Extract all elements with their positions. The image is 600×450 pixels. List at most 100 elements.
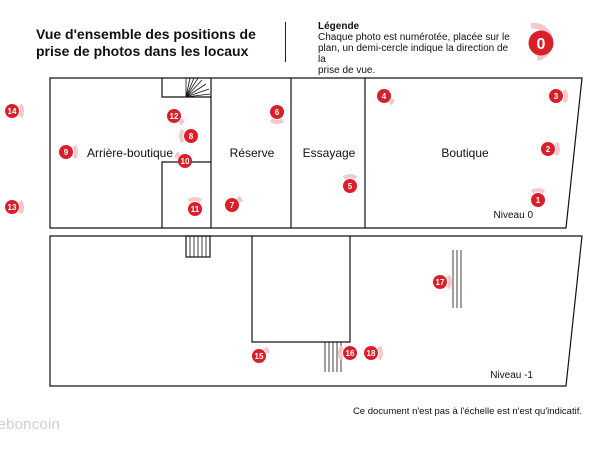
- room-label-boutique: Boutique: [441, 146, 489, 160]
- watermark-logo: leboncoin: [0, 416, 61, 433]
- marker-circle: [270, 105, 284, 119]
- marker-halo: [179, 128, 185, 144]
- marker-number: 6: [275, 108, 280, 117]
- legend-title: Légende: [318, 21, 360, 32]
- marker-circle: [377, 89, 391, 103]
- legend-marker-circle: [528, 30, 554, 56]
- marker-circle: [541, 142, 555, 156]
- stairs-level-minus1: [189, 236, 207, 257]
- marker-number: 3: [554, 92, 559, 101]
- marker-halo: [446, 274, 452, 290]
- room-label-essayage: Essayage: [303, 146, 356, 160]
- photo-marker-6[interactable]: 6: [269, 105, 285, 124]
- marker-circle: [433, 275, 447, 289]
- level-label-minus1: Niveau -1: [490, 370, 533, 381]
- marker-circle: [188, 202, 202, 216]
- marker-halo: [236, 195, 243, 203]
- photo-marker-10[interactable]: 10: [174, 151, 192, 168]
- marker-halo: [18, 199, 24, 215]
- photo-marker-13[interactable]: 13: [5, 199, 24, 215]
- marker-number: 11: [191, 205, 200, 214]
- marker-circle: [5, 200, 19, 214]
- marker-halo: [562, 88, 568, 104]
- marker-circle: [178, 154, 192, 168]
- marker-circle: [364, 346, 378, 360]
- marker-number: 17: [436, 278, 445, 287]
- marker-circle: [531, 193, 545, 207]
- marker-circle: [343, 179, 357, 193]
- disclaimer: Ce document n'est pas à l'échelle est n'…: [352, 406, 582, 417]
- marker-number: 13: [8, 203, 17, 212]
- marker-circle: [225, 198, 239, 212]
- photo-marker-2[interactable]: 2: [541, 141, 560, 157]
- marker-halo: [174, 151, 181, 159]
- legend-marker: 0: [528, 22, 554, 61]
- marker-number: 9: [64, 148, 69, 157]
- marker-halo: [178, 118, 185, 126]
- level-label-0: Niveau 0: [494, 210, 534, 221]
- level-0-outline: [49, 77, 583, 229]
- room-label-reserve: Réserve: [230, 146, 275, 160]
- marker-halo: [554, 141, 560, 157]
- photo-marker-14[interactable]: 14: [5, 103, 24, 119]
- marker-number: 15: [255, 352, 264, 361]
- marker-halo: [18, 103, 24, 119]
- photo-marker-7[interactable]: 7: [225, 195, 243, 212]
- level-minus1-outline: [49, 235, 583, 387]
- photo-marker-5[interactable]: 5: [342, 174, 358, 193]
- marker-circle: [252, 349, 266, 363]
- marker-number: 4: [382, 92, 387, 101]
- marker-halo: [377, 345, 383, 361]
- photo-marker-9[interactable]: 9: [59, 144, 78, 160]
- marker-circle: [59, 145, 73, 159]
- marker-number: 8: [189, 132, 194, 141]
- level-0-plan: [49, 77, 583, 229]
- marker-number: 1: [536, 196, 541, 205]
- storage-enclosure-wall: [161, 161, 211, 228]
- marker-halo: [269, 118, 285, 124]
- page-title: Vue d'ensemble des positions de prise de…: [36, 26, 256, 59]
- photo-marker-16[interactable]: 16: [338, 345, 357, 361]
- marker-circle: [184, 129, 198, 143]
- photo-markers: 1 2 3 4 5 6 7: [5, 88, 568, 363]
- marker-number: 2: [546, 145, 551, 154]
- photo-marker-12[interactable]: 12: [167, 109, 185, 126]
- marker-number: 16: [346, 349, 355, 358]
- marker-halo: [338, 345, 344, 361]
- legend-divider: [285, 22, 286, 62]
- marker-circle: [343, 346, 357, 360]
- marker-halo: [263, 346, 270, 354]
- level-minus1-plan: [49, 235, 583, 387]
- photo-marker-15[interactable]: 15: [252, 346, 270, 363]
- marker-circle: [5, 104, 19, 118]
- marker-circle: [167, 109, 181, 123]
- legend-text: Chaque photo est numérotée, placée sur l…: [318, 32, 510, 76]
- photo-marker-11[interactable]: 11: [187, 197, 203, 216]
- marker-circle: [549, 89, 563, 103]
- marker-halo: [388, 98, 395, 106]
- central-room-walls: [251, 236, 351, 343]
- marker-number: 12: [170, 112, 179, 121]
- photo-marker-4[interactable]: 4: [377, 89, 395, 106]
- stairs-central: [324, 342, 342, 372]
- marker-halo: [530, 188, 546, 194]
- stair-enclosure-wall: [161, 78, 211, 98]
- marker-number: 14: [8, 107, 17, 116]
- marker-number: 10: [181, 157, 190, 166]
- legend-marker-number: 0: [537, 36, 546, 53]
- photo-marker-17[interactable]: 17: [433, 274, 452, 290]
- room-label-arriere-boutique: Arrière-boutique: [87, 146, 173, 160]
- marker-halo: [72, 144, 78, 160]
- marker-number: 18: [367, 349, 376, 358]
- marker-halo: [187, 197, 203, 203]
- photo-marker-8[interactable]: 8: [179, 128, 198, 144]
- marker-number: 5: [348, 182, 353, 191]
- stairs-level-0: [185, 77, 211, 98]
- photo-marker-1[interactable]: 1: [530, 188, 546, 207]
- photo-marker-3[interactable]: 3: [549, 88, 568, 104]
- stairs-right: [452, 250, 462, 308]
- marker-halo: [342, 174, 358, 180]
- marker-number: 7: [230, 201, 235, 210]
- photo-marker-17-18-pair-18[interactable]: 18: [364, 345, 383, 361]
